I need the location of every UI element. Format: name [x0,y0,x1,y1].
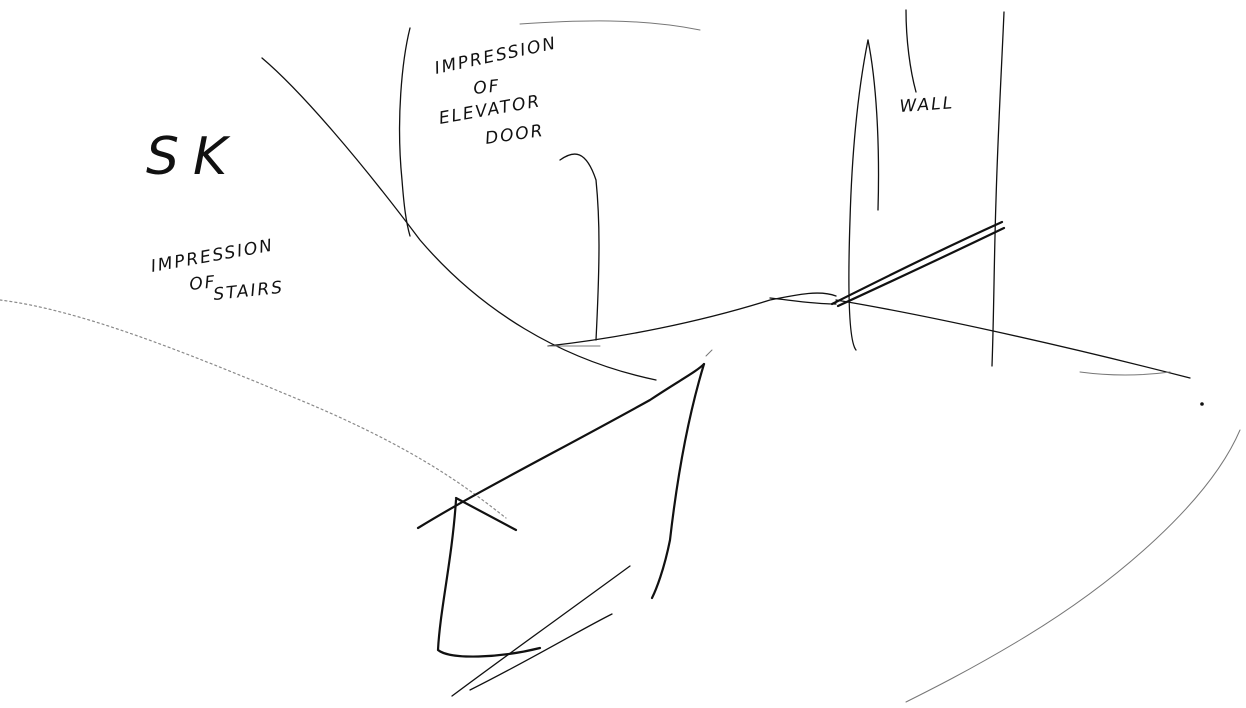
label-elevator-line1: IMPRESSION [433,33,559,78]
stray-marks [548,346,1204,406]
label-wall: WALL [899,93,955,117]
sketch-labels: SK IMPRESSION OF STAIRS IMPRESSION OF EL… [146,33,955,305]
floor-lines [0,293,1240,702]
label-stairs-line3: STAIRS [212,278,285,305]
label-elevator-line4: DOOR [484,121,546,149]
wall-outline [849,10,1004,366]
label-elevator-line2: OF [472,76,501,99]
label-stairs-line1: IMPRESSION [149,236,275,277]
label-sk: SK [146,127,241,187]
stair-ramp [418,350,712,696]
